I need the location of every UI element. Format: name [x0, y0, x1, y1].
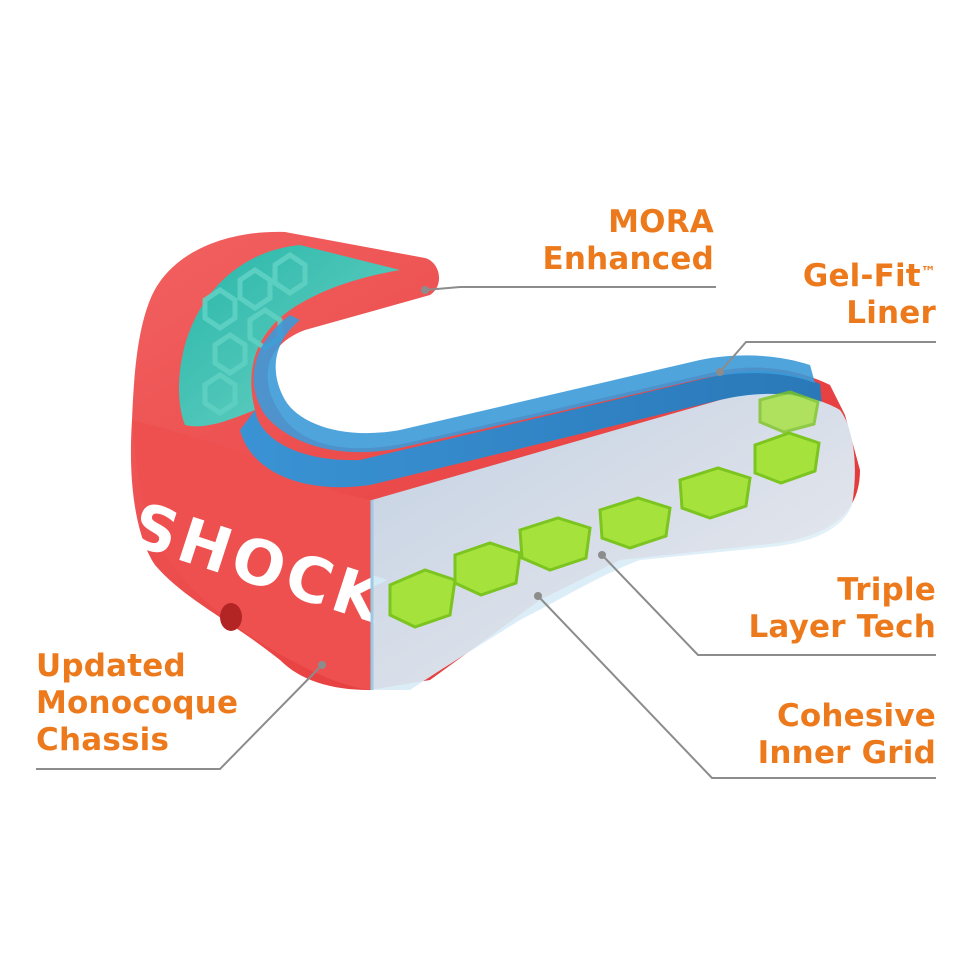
- gel-fit-liner: [240, 370, 822, 488]
- callout-line: Layer Tech: [748, 609, 936, 645]
- callout-line: Enhanced: [542, 241, 714, 277]
- callout-line: Updated: [36, 648, 186, 684]
- gel-liner-floor: [178, 245, 400, 427]
- cohesive-inner-grid: [388, 390, 821, 629]
- callout-line: Cohesive: [776, 698, 936, 734]
- callout-triple-layer-tech: Triple Layer Tech: [748, 572, 936, 646]
- leader-lines: [36, 286, 936, 779]
- callout-line: Gel-Fit™: [803, 258, 936, 295]
- trademark-symbol: ™: [920, 263, 936, 281]
- breathing-hole: [220, 603, 242, 631]
- callout-cohesive-inner-grid: Cohesive Inner Grid: [758, 698, 936, 772]
- shell-front-wall: [132, 420, 372, 690]
- callout-line: MORA: [608, 204, 714, 240]
- callout-mora-enhanced: MORA Enhanced: [543, 204, 715, 278]
- callout-updated-monocoque-chassis: Updated Monocoque Chassis: [36, 648, 238, 759]
- callout-line: Liner: [846, 295, 936, 331]
- callout-gel-fit-liner: Gel-Fit™ Liner: [803, 258, 936, 332]
- callout-line: Monocoque: [36, 685, 239, 721]
- callout-line: Triple: [837, 572, 936, 608]
- callout-text: Gel-Fit: [802, 258, 921, 294]
- callout-line: Chassis: [36, 722, 170, 758]
- callout-line: Inner Grid: [757, 735, 936, 771]
